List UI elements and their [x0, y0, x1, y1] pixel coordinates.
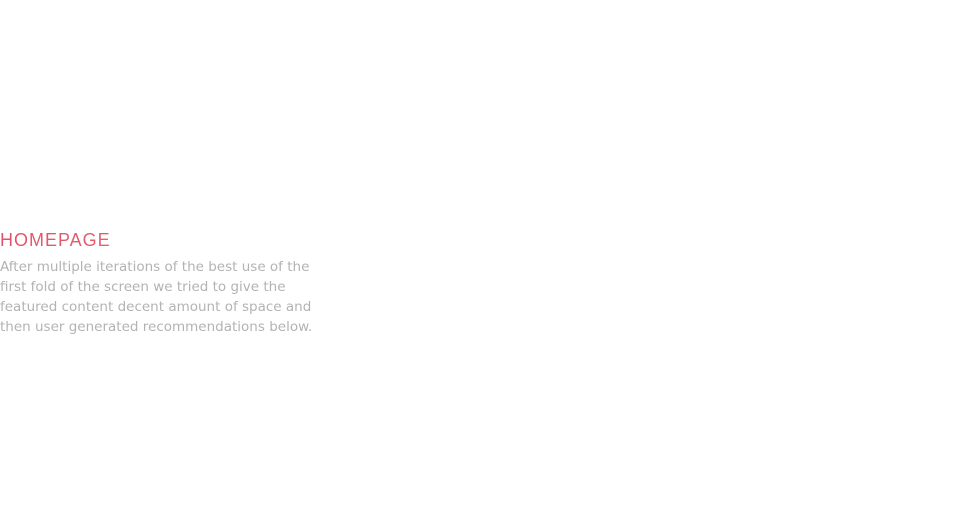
description-line: first fold of the screen we tried to giv… — [0, 279, 286, 295]
section-block: HOMEPAGE After multiple iterations of th… — [0, 229, 330, 337]
description-line: featured content decent amount of space … — [0, 299, 312, 315]
section-title: HOMEPAGE — [0, 229, 330, 251]
description-line: then user generated recommendations belo… — [0, 319, 313, 335]
section-description: After multiple iterations of the best us… — [0, 257, 322, 337]
description-line: After multiple iterations of the best us… — [0, 259, 310, 275]
